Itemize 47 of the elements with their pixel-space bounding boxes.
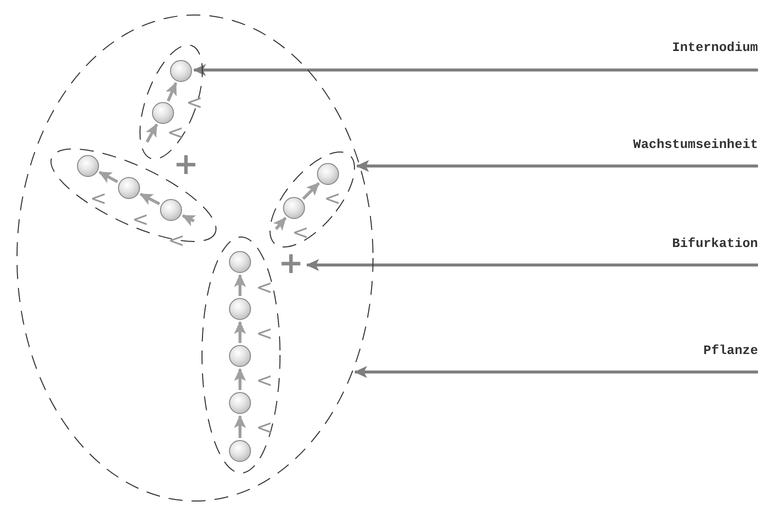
less-than-sign: <	[292, 222, 309, 242]
dashed-ellipse	[15, 13, 375, 503]
dashed-ellipse	[268, 150, 356, 248]
arrow	[140, 192, 160, 206]
arrow	[354, 366, 758, 378]
arrow	[234, 368, 246, 390]
less-than-sign: <	[168, 230, 185, 250]
sphere	[229, 251, 251, 273]
arrow	[234, 321, 246, 343]
less-than-sign: <	[256, 417, 273, 437]
arrow	[302, 182, 320, 200]
arrow	[273, 216, 287, 231]
sphere	[282, 196, 305, 219]
plus-sign: +	[278, 252, 304, 278]
arrow	[182, 214, 196, 226]
arrow	[146, 124, 158, 143]
sphere	[316, 162, 339, 185]
callout-label: Bifurkation	[672, 236, 758, 251]
sphere	[229, 345, 251, 367]
less-than-sign: <	[256, 277, 273, 297]
arrow	[234, 274, 246, 296]
sphere	[160, 198, 182, 221]
less-than-sign: <	[256, 323, 273, 343]
less-than-sign: <	[90, 188, 107, 208]
sphere	[118, 176, 140, 199]
sphere	[170, 60, 192, 82]
arrow	[356, 160, 758, 172]
arrow	[166, 82, 178, 102]
sphere	[76, 154, 99, 177]
arrow	[98, 170, 118, 184]
sphere	[229, 440, 251, 462]
sphere	[229, 298, 251, 320]
less-than-sign: <	[256, 370, 273, 390]
dashed-ellipse	[200, 235, 282, 475]
callout-label: Internodium	[672, 40, 758, 55]
arrow	[193, 64, 758, 76]
plus-sign: +	[173, 153, 199, 179]
less-than-sign: <	[324, 188, 341, 208]
less-than-sign: <	[132, 209, 149, 229]
sphere	[152, 102, 174, 124]
less-than-sign: <	[167, 122, 184, 142]
arrow	[306, 259, 758, 271]
callout-label: Pflanze	[703, 343, 758, 358]
arrow	[234, 415, 246, 438]
less-than-sign: <	[186, 92, 203, 112]
callout-label: Wachstumseinheit	[633, 137, 758, 152]
sphere	[229, 392, 251, 414]
